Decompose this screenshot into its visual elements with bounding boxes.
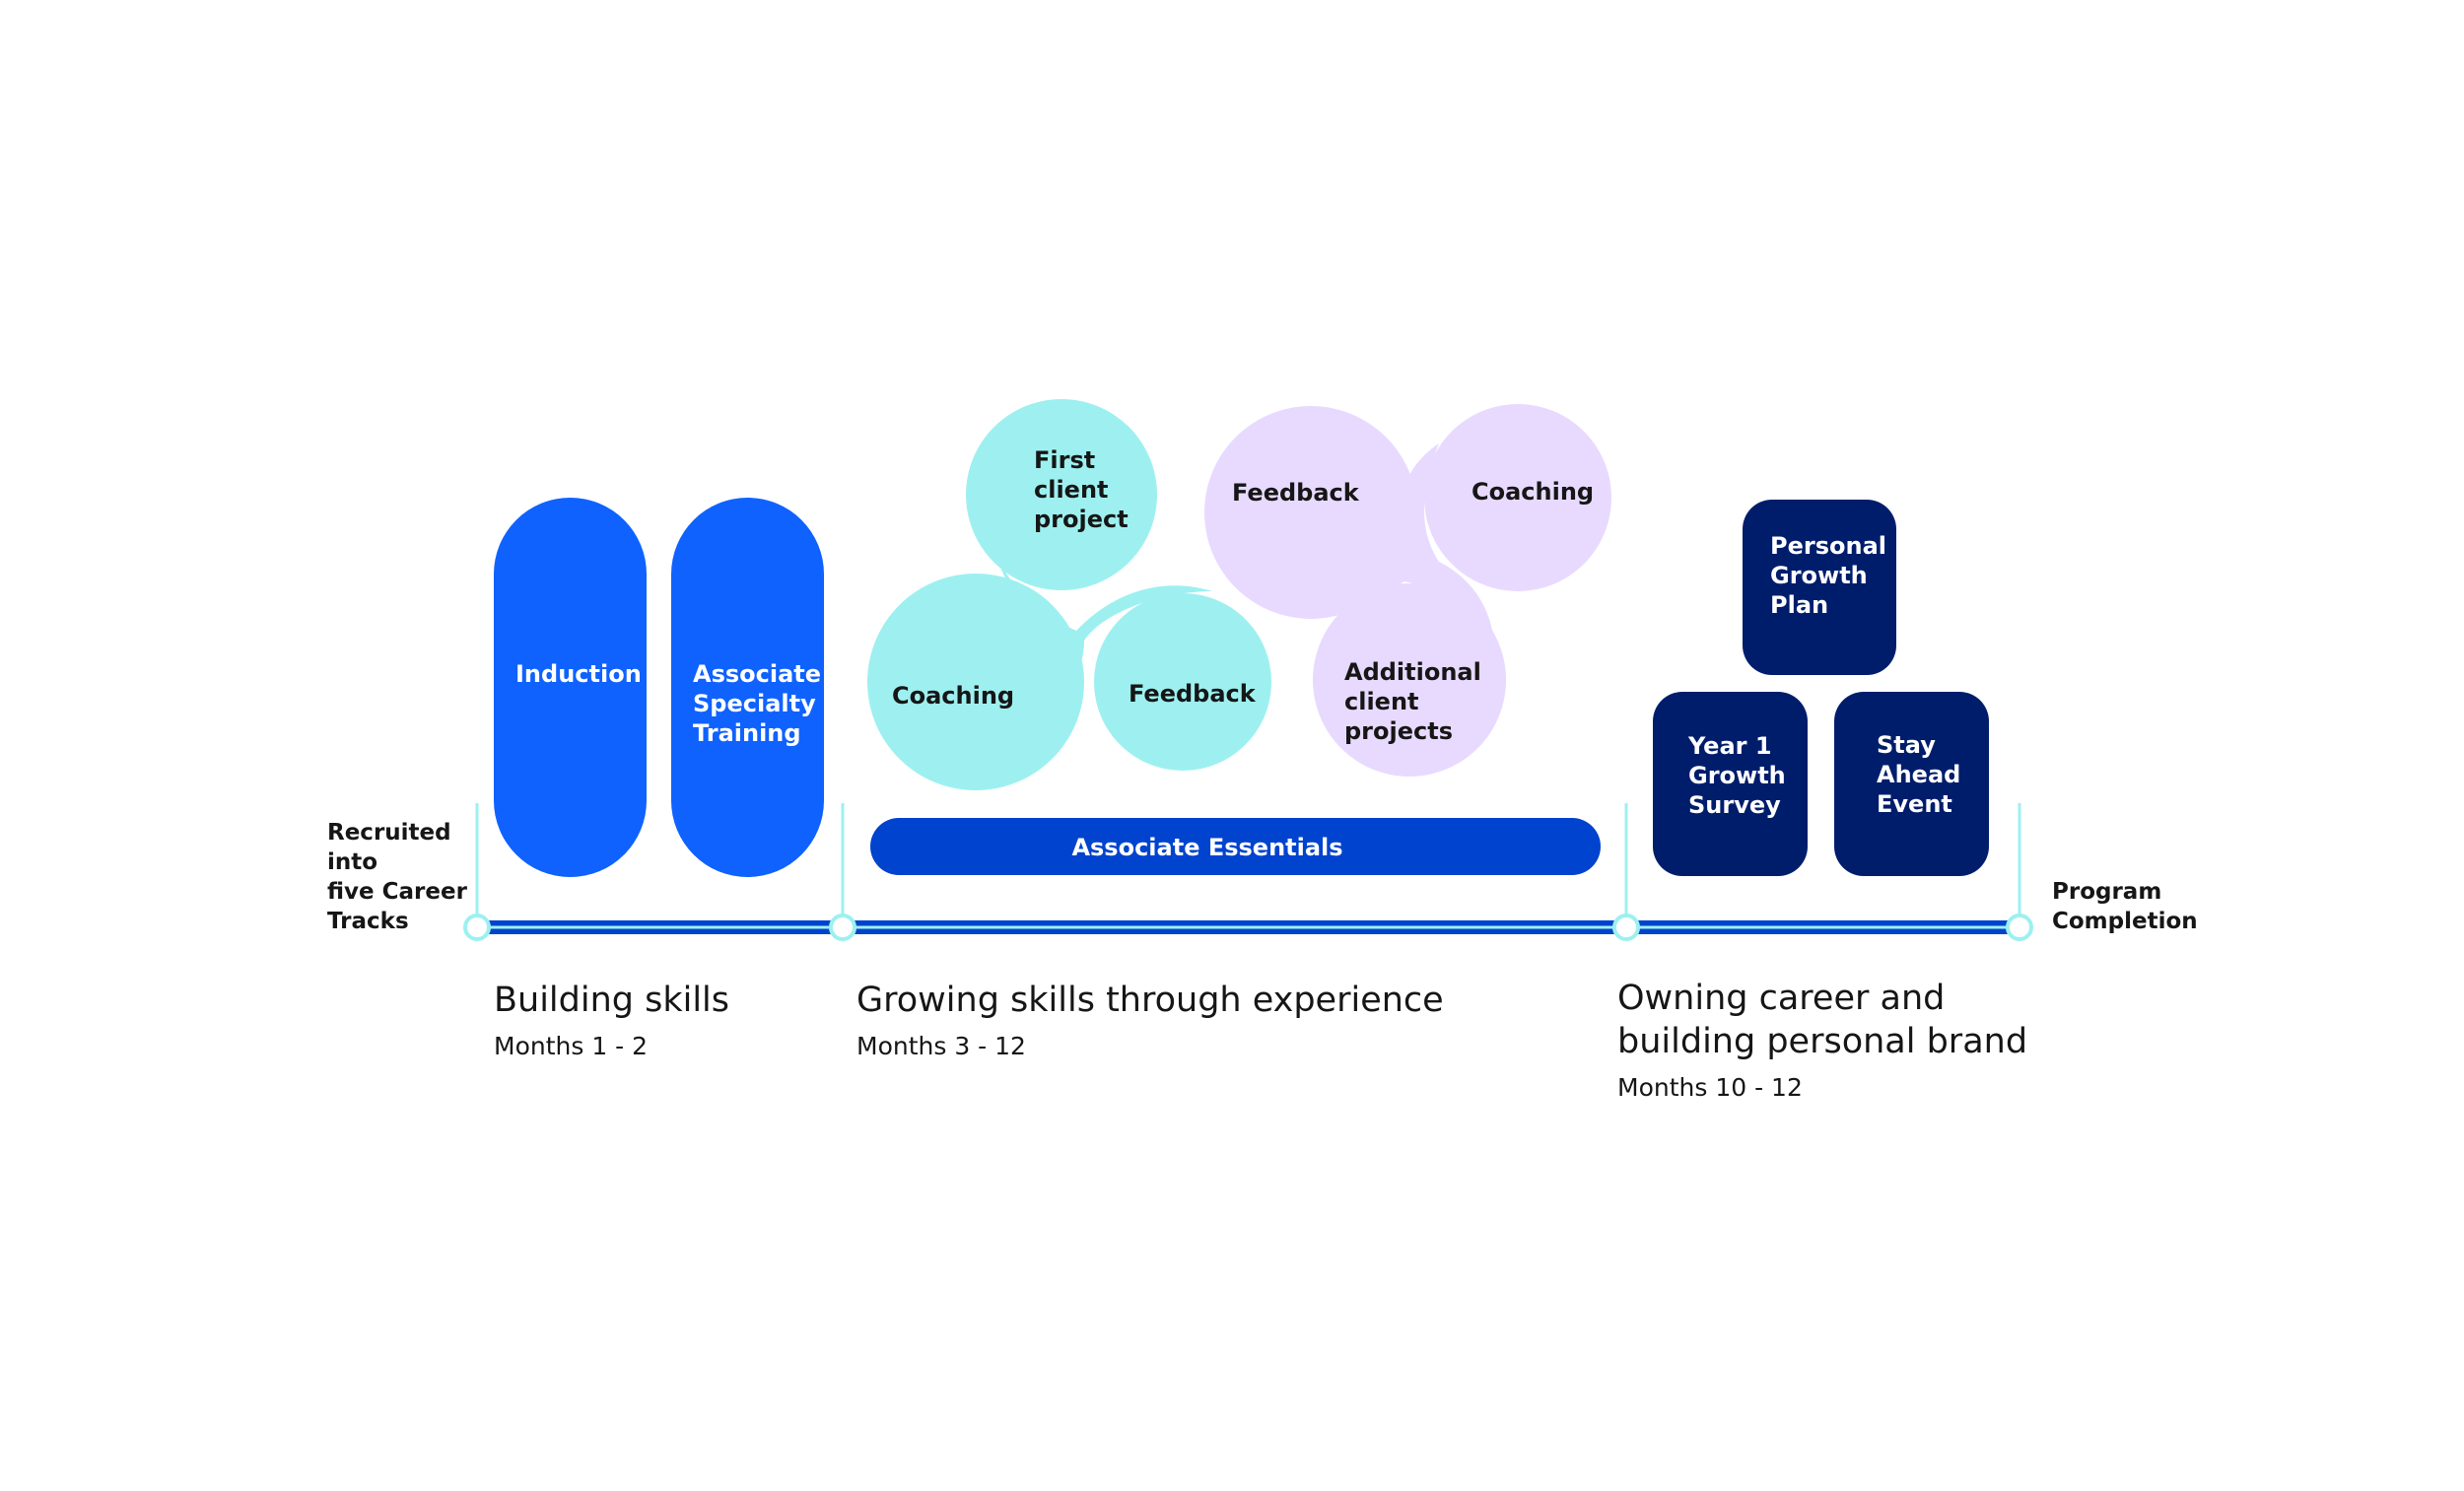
label-line: five Career xyxy=(327,879,468,905)
timeline xyxy=(463,914,2033,941)
phase-divider-ticks xyxy=(475,803,2021,921)
label-line: client xyxy=(1034,476,1109,504)
associate-essentials-label: Associate Essentials xyxy=(1071,834,1342,861)
label-line: Survey xyxy=(1688,791,1781,819)
label-line: Coaching xyxy=(1472,478,1594,506)
growing-skills-title: Growing skills through experience xyxy=(856,981,1444,1020)
label-line: Training xyxy=(693,719,801,747)
building-skills-months: Months 1 - 2 xyxy=(494,1032,648,1060)
lavender-swirl-connector xyxy=(1301,443,1494,660)
label-line: Growth xyxy=(1688,762,1786,789)
cyan-coaching-label: Coaching xyxy=(892,682,1014,710)
personal-growth-plan-block xyxy=(1743,500,1896,675)
owning-career-months: Months 10 - 12 xyxy=(1617,1073,1803,1102)
lavender-feedback-label: Feedback xyxy=(1232,479,1360,507)
cyan-feedback-label: Feedback xyxy=(1129,680,1257,708)
label-line: Building skills xyxy=(494,981,729,1020)
label-line: Year 1 xyxy=(1687,732,1772,760)
lavender-coaching-label: Coaching xyxy=(1472,478,1594,506)
label-line: Feedback xyxy=(1232,479,1360,507)
label-line: First xyxy=(1034,446,1095,474)
associate-specialty-training-pill xyxy=(671,498,824,877)
milestone-end xyxy=(2006,914,2033,941)
owning-career-title: Owning career and building personal brand xyxy=(1617,979,2027,1061)
label-line: building personal brand xyxy=(1617,1022,2027,1061)
label-line: Owning career and xyxy=(1617,979,1945,1018)
label-line: Associate xyxy=(693,660,821,688)
label-line: Induction xyxy=(515,660,642,688)
label-line: Plan xyxy=(1770,591,1828,619)
associate-essentials-bar xyxy=(870,818,1601,875)
induction-label: Induction xyxy=(515,660,642,688)
cyan-coaching-bubble xyxy=(867,574,1084,790)
label-line: Recruited xyxy=(327,820,451,846)
milestone-owning xyxy=(1612,914,1640,941)
cyan-feedback-bubble xyxy=(1094,593,1271,771)
label-line: into xyxy=(327,849,377,875)
cyan-bubble-cluster xyxy=(867,399,1271,790)
label-line: Growing skills through experience xyxy=(856,981,1444,1020)
year1-growth-survey-block xyxy=(1653,692,1808,876)
induction-pill xyxy=(494,498,647,877)
label-line: Tracks xyxy=(327,909,409,934)
growing-skills-months: Months 3 - 12 xyxy=(856,1032,1026,1060)
label-line: projects xyxy=(1344,717,1453,745)
label-line: Feedback xyxy=(1129,680,1257,708)
label-line: client xyxy=(1344,688,1419,715)
label-line: Personal xyxy=(1770,532,1886,560)
label-line: Specialty xyxy=(693,690,816,717)
additional-client-projects-bubble xyxy=(1313,583,1506,777)
label-line: Additional xyxy=(1344,658,1481,686)
label-line: project xyxy=(1034,506,1129,533)
first-client-project-bubble xyxy=(966,399,1157,590)
label-line: Growth xyxy=(1770,562,1868,589)
label-line: Coaching xyxy=(892,682,1014,710)
milestone-start xyxy=(463,914,491,941)
label-line: Event xyxy=(1877,790,1952,818)
label-line: Stay xyxy=(1877,731,1936,759)
label-line: Completion xyxy=(2052,909,2198,934)
stay-ahead-event-block xyxy=(1834,692,1989,876)
building-skills-title: Building skills xyxy=(494,981,729,1020)
lavender-bubble-cluster xyxy=(1204,404,1611,777)
lavender-coaching-bubble xyxy=(1424,404,1611,591)
label-line: Ahead xyxy=(1877,761,1960,788)
label-line: Program xyxy=(2052,879,2161,905)
lavender-feedback-bubble xyxy=(1204,406,1417,619)
milestone-growing xyxy=(829,914,856,941)
cyan-swirl-connector xyxy=(995,552,1212,724)
